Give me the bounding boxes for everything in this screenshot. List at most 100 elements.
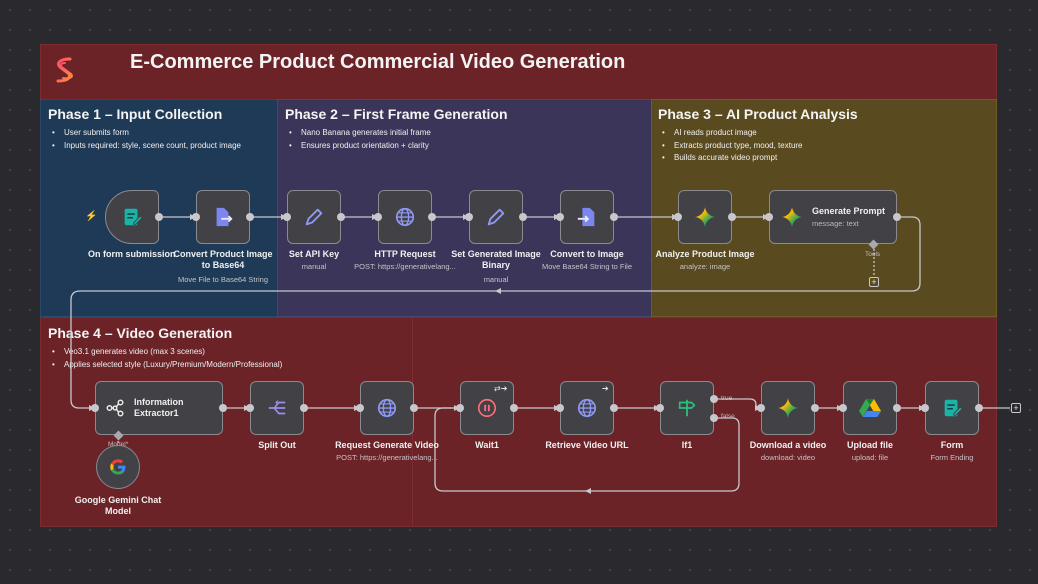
if-node[interactable] <box>660 381 714 435</box>
phase-4-bullet: Veo3.1 generates video (max 3 scenes) <box>48 346 282 359</box>
output-port[interactable] <box>811 404 819 412</box>
true-branch-label: true <box>721 395 733 402</box>
hub-icon <box>106 399 124 417</box>
wait-node[interactable] <box>460 381 514 435</box>
node-label: Download a video <box>749 440 827 450</box>
node-label: If1 <box>681 440 693 450</box>
output-port[interactable] <box>975 404 983 412</box>
google-icon <box>110 459 126 475</box>
input-port[interactable] <box>374 213 382 221</box>
set-api-key-node[interactable] <box>287 190 341 244</box>
input-port[interactable] <box>91 404 99 412</box>
node-label: Upload file <box>846 440 893 450</box>
false-branch-label: false <box>721 413 735 420</box>
add-tool-button[interactable]: + <box>869 277 879 287</box>
true-output-port[interactable] <box>710 395 718 403</box>
node-label: HTTP Request <box>374 249 436 259</box>
workflow-title-band <box>40 44 997 100</box>
input-port[interactable] <box>192 213 200 221</box>
request-generate-video-node[interactable] <box>360 381 414 435</box>
node-subtitle: manual <box>483 275 509 284</box>
node-subtitle: Move Base64 String to File <box>541 262 633 271</box>
signpost-icon <box>678 399 696 417</box>
input-port[interactable] <box>921 404 929 412</box>
phase-3-title: Phase 3 – AI Product Analysis <box>658 106 858 122</box>
output-port[interactable] <box>337 213 345 221</box>
output-port[interactable] <box>519 213 527 221</box>
gemini-icon <box>695 207 715 227</box>
input-port[interactable] <box>556 404 564 412</box>
output-port[interactable] <box>728 213 736 221</box>
output-port[interactable] <box>300 404 308 412</box>
input-port[interactable] <box>246 404 254 412</box>
input-port[interactable] <box>839 404 847 412</box>
split-out-node[interactable] <box>250 381 304 435</box>
input-port[interactable] <box>456 404 464 412</box>
retrieve-video-url-node[interactable] <box>560 381 614 435</box>
input-port[interactable] <box>656 404 664 412</box>
input-port[interactable] <box>556 213 564 221</box>
workflow-title: E-Commerce Product Commercial Video Gene… <box>130 51 626 73</box>
input-port[interactable] <box>356 404 364 412</box>
false-output-port[interactable] <box>710 414 718 422</box>
file-import-icon <box>577 207 595 227</box>
input-port[interactable] <box>765 213 773 221</box>
output-port[interactable] <box>893 404 901 412</box>
output-port[interactable] <box>246 213 254 221</box>
file-export-icon <box>216 207 233 227</box>
generate-prompt-node[interactable]: Generate Prompt message: text <box>769 190 897 244</box>
phase-3-bullet: Builds accurate video prompt <box>658 152 803 165</box>
node-label: Generate Prompt <box>812 206 886 216</box>
node-subtitle: manual <box>301 262 327 271</box>
output-port[interactable] <box>893 213 901 221</box>
node-subtitle: message: text <box>812 219 859 228</box>
output-port[interactable] <box>610 404 618 412</box>
analyze-product-image-node[interactable] <box>678 190 732 244</box>
node-label: Split Out <box>258 440 296 450</box>
phase-3-bullet: AI reads product image <box>658 127 803 140</box>
node-subtitle: Move File to Base64 String <box>177 275 269 284</box>
node-subtitle: download: video <box>760 453 816 462</box>
pencil-icon <box>487 208 505 226</box>
form-ending-node[interactable] <box>925 381 979 435</box>
node-label: Request Generate Video <box>335 440 439 450</box>
output-port[interactable] <box>219 404 227 412</box>
output-port[interactable] <box>155 213 163 221</box>
add-node-button[interactable]: + <box>1011 403 1021 413</box>
phase-4-bullets: Veo3.1 generates video (max 3 scenes) Ap… <box>48 346 282 371</box>
upload-file-node[interactable] <box>843 381 897 435</box>
input-port[interactable] <box>283 213 291 221</box>
phase-3-bullets: AI reads product image Extracts product … <box>658 127 803 165</box>
input-port[interactable] <box>757 404 765 412</box>
phase-4-title: Phase 4 – Video Generation <box>48 325 233 341</box>
http-request-node[interactable] <box>378 190 432 244</box>
output-port[interactable] <box>510 404 518 412</box>
model-label: Model* <box>108 441 128 448</box>
phase-2-title: Phase 2 – First Frame Generation <box>285 106 508 122</box>
phase-1-bullet: Inputs required: style, scene count, pro… <box>48 140 241 153</box>
download-video-node[interactable] <box>761 381 815 435</box>
convert-to-base64-node[interactable] <box>196 190 250 244</box>
convert-to-image-node[interactable] <box>560 190 614 244</box>
google-drive-icon <box>859 399 881 417</box>
node-subtitle: POST: https://generativelang... <box>336 453 438 462</box>
node-label: Wait1 <box>475 440 499 450</box>
phase-4-bullet: Applies selected style (Luxury/Premium/M… <box>48 359 282 372</box>
phase-1-bullets: User submits form Inputs required: style… <box>48 127 241 152</box>
output-port[interactable] <box>410 404 418 412</box>
gemini-icon <box>782 207 802 227</box>
input-port[interactable] <box>674 213 682 221</box>
form-trigger-node[interactable] <box>105 190 159 244</box>
set-generated-image-binary-node[interactable] <box>469 190 523 244</box>
output-port[interactable] <box>610 213 618 221</box>
output-port[interactable] <box>428 213 436 221</box>
node-subtitle: POST: https://generativelang... <box>354 262 456 271</box>
phase-1-title: Phase 1 – Input Collection <box>48 106 223 122</box>
input-port[interactable] <box>465 213 473 221</box>
google-gemini-chat-model-node[interactable] <box>96 445 140 489</box>
node-label: Convert to Image <box>550 249 624 259</box>
